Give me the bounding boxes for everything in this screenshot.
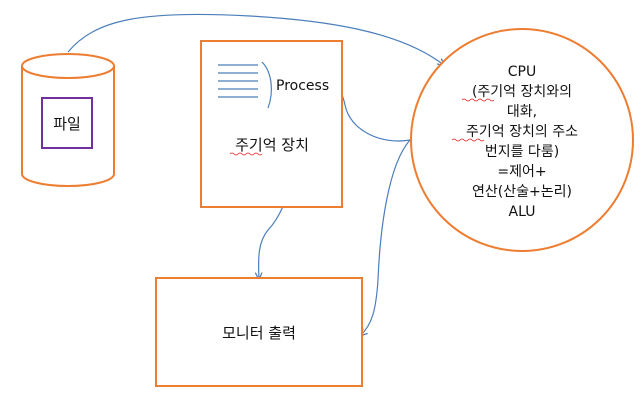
cpu-text-line: ALU: [509, 204, 536, 220]
process-label: Process: [276, 78, 329, 94]
file-to-cpu-connector: [67, 13, 445, 66]
spellcheck-underline: [229, 152, 263, 156]
cpu-text-line: 대화,: [507, 104, 537, 120]
main-memory-label: 주기억 장치: [235, 136, 309, 154]
cpu-text-line: =제어+: [497, 164, 546, 180]
cpu-text-line: (주기억 장치와의: [472, 84, 572, 100]
file-box: [41, 97, 93, 149]
spellcheck-underline: [461, 98, 495, 102]
monitor-label: 모니터 출력: [222, 324, 296, 342]
monitor-output-box: 모니터 출력: [155, 277, 363, 387]
spellcheck-underline: [451, 138, 485, 142]
file-storage-cylinder: 파일: [21, 53, 115, 187]
main-memory-box: Process 주기억 장치: [200, 40, 343, 208]
file-label: 파일: [53, 115, 81, 133]
cpu-circle: CPU (주기억 장치와의 대화, 주기억 장치의 주소 번지를 다룸) =제어…: [410, 28, 634, 252]
cpu-text-line: 번지를 다룸): [485, 144, 559, 160]
cpu-text-line: 연산(산술+논리): [472, 184, 572, 200]
process-lines-icon: [218, 61, 272, 109]
cpu-to-monitor-connector: [360, 139, 411, 336]
cpu-text-line: 주기억 장치의 주소: [466, 124, 578, 140]
cpu-text-line: CPU: [508, 64, 536, 80]
